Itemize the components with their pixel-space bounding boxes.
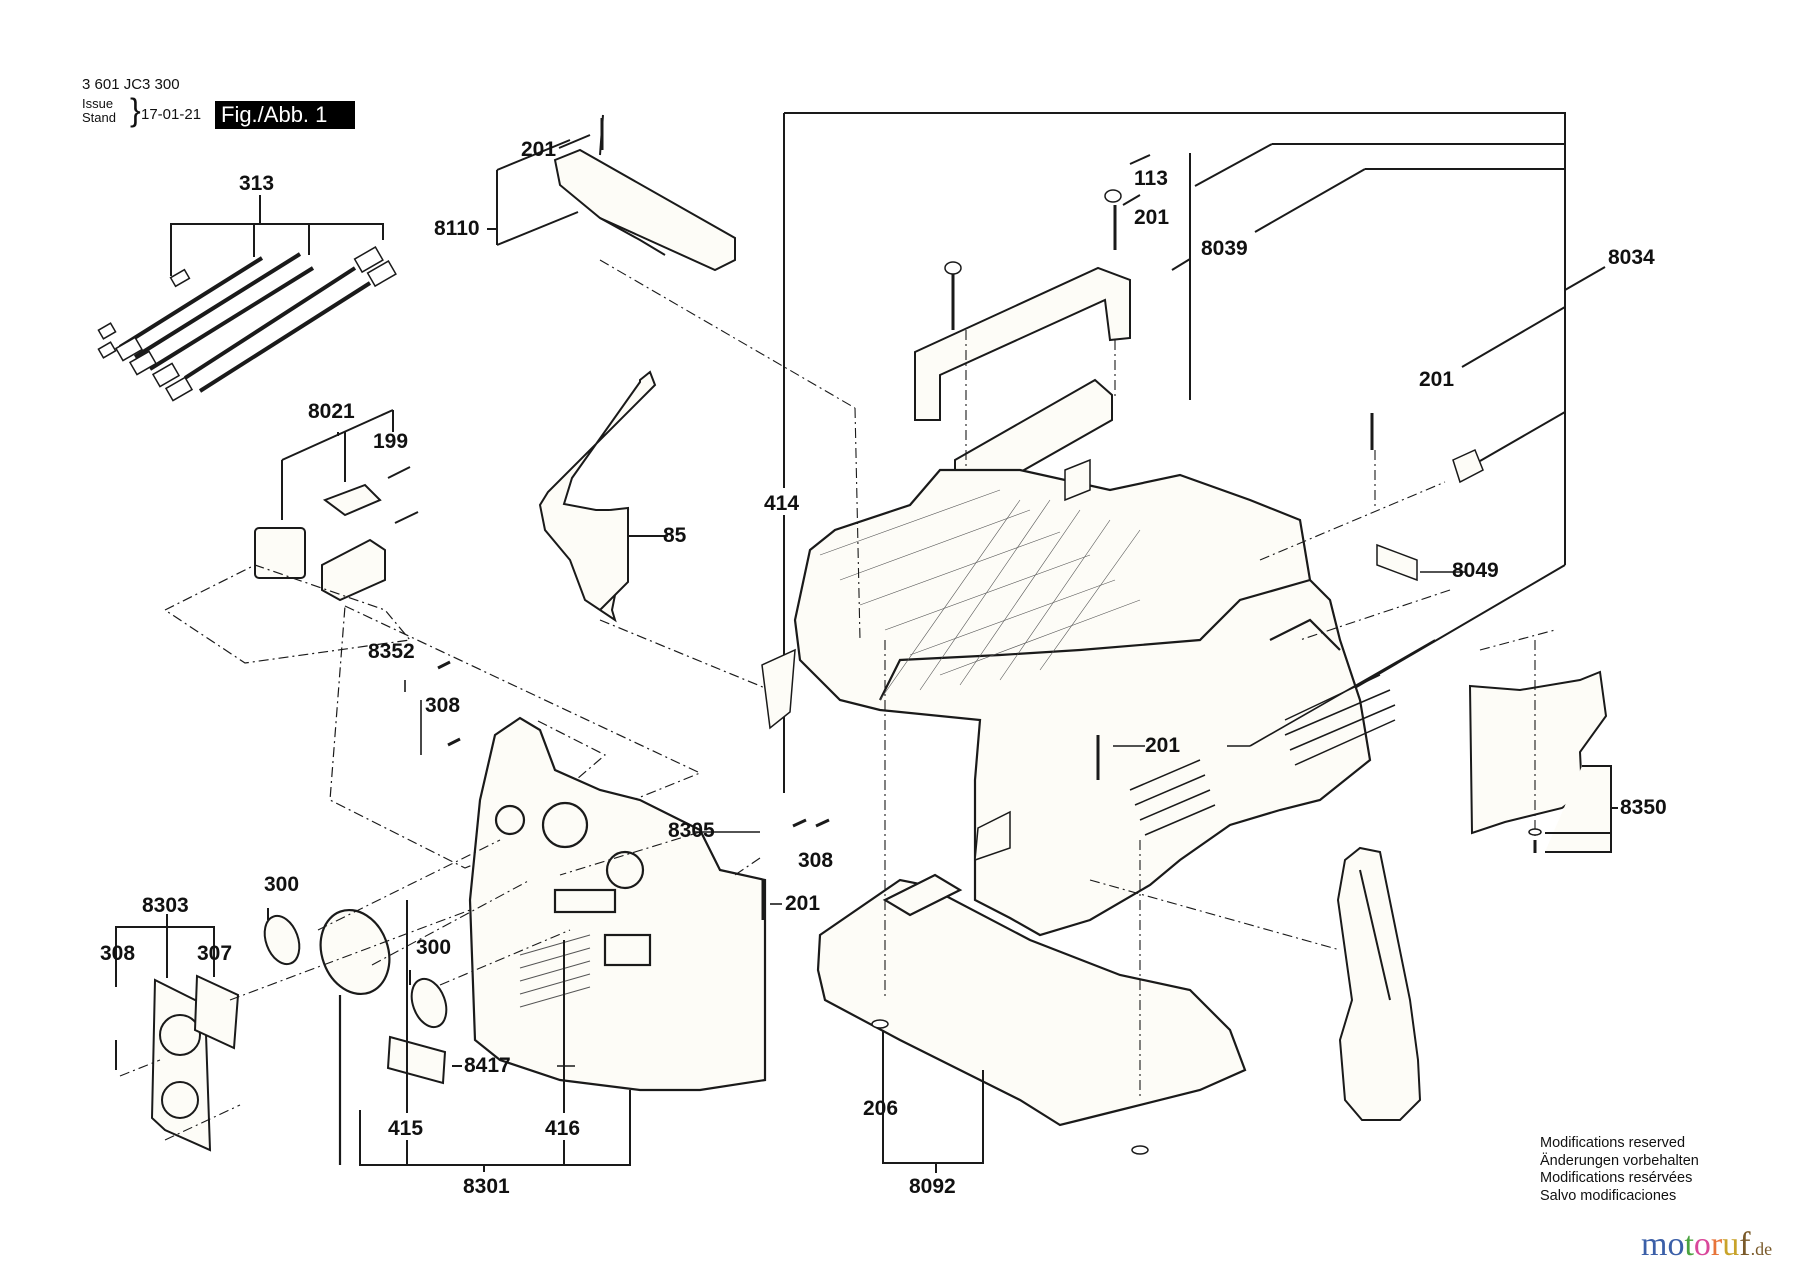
callout-8092: 8092 bbox=[909, 1175, 956, 1198]
hose-holder-icon bbox=[1336, 846, 1422, 1121]
callout-bracket-8301 bbox=[359, 900, 631, 1172]
dashed-switch-outline bbox=[164, 564, 702, 869]
callout-113: 113 bbox=[1134, 167, 1168, 190]
notice-line-de: Änderungen vorbehalten bbox=[1540, 1152, 1699, 1169]
callout-313: 313 bbox=[239, 172, 275, 195]
wm-letter: o bbox=[1667, 1226, 1685, 1263]
cord-hook-85-icon bbox=[538, 370, 665, 623]
cable-harness-icon bbox=[118, 252, 372, 393]
wm-letter: u bbox=[1722, 1226, 1740, 1263]
callout-8301: 8301 bbox=[463, 1175, 510, 1198]
wm-letter: r bbox=[1710, 1226, 1723, 1263]
callout-308-switch: 308 bbox=[425, 694, 461, 717]
cable-connectors-icon bbox=[97, 246, 397, 402]
callout-201-right: 201 bbox=[1419, 368, 1455, 391]
modifications-notice: Modifications reserved Änderungen vorbeh… bbox=[1540, 1135, 1699, 1205]
callout-bracket-8021 bbox=[281, 409, 394, 520]
callout-8049: 8049 bbox=[1452, 559, 1499, 582]
issue-label: Issue bbox=[82, 96, 114, 111]
callout-8039: 8039 bbox=[1201, 237, 1248, 260]
side-cover-8350-icon bbox=[1468, 670, 1618, 853]
callout-415: 415 bbox=[388, 1117, 424, 1140]
callout-416: 416 bbox=[545, 1117, 581, 1140]
screw-icons bbox=[437, 118, 1537, 920]
label-8417-icon bbox=[386, 1035, 462, 1085]
brace-glyph: } bbox=[130, 92, 141, 128]
callout-8352: 8352 bbox=[368, 640, 415, 663]
knob-300-left-icon bbox=[263, 908, 301, 966]
leader-lines bbox=[404, 535, 1467, 1067]
handle-8039-icon bbox=[914, 266, 1131, 497]
dashed-assembly-guides bbox=[119, 259, 1556, 1141]
callout-bracket-313 bbox=[170, 195, 384, 276]
main-housing-icon bbox=[793, 468, 1372, 937]
washer-icons bbox=[871, 189, 1542, 1155]
callout-201-mid: 201 bbox=[785, 892, 821, 915]
callout-bracket-8110 bbox=[487, 134, 591, 246]
callout-8034: 8034 bbox=[1608, 246, 1655, 269]
callout-201-handle: 201 bbox=[1134, 206, 1170, 229]
wm-letter: f bbox=[1739, 1226, 1751, 1263]
callout-201-top-left: 201 bbox=[521, 138, 557, 161]
issue-stand-label: Issue Stand bbox=[82, 97, 116, 125]
callout-308-left: 308 bbox=[100, 942, 136, 965]
callout-201-body: 201 bbox=[1145, 734, 1181, 757]
callout-8021: 8021 bbox=[308, 400, 355, 423]
callout-414: 414 bbox=[764, 492, 800, 515]
figure-label: Fig./Abb. 1 bbox=[215, 101, 355, 129]
callout-300-left: 300 bbox=[264, 873, 300, 896]
watermark-logo: motoruf.de bbox=[1641, 1226, 1772, 1264]
notice-line-en: Modifications reserved bbox=[1540, 1135, 1686, 1151]
knob-large-icon bbox=[319, 908, 391, 1165]
stand-label: Stand bbox=[82, 110, 116, 125]
callout-206: 206 bbox=[863, 1097, 899, 1120]
wm-letter: t bbox=[1684, 1226, 1694, 1263]
sticker-icons bbox=[761, 448, 1484, 862]
notice-line-es: Salvo modificaciones bbox=[1540, 1187, 1677, 1204]
socket-8303-icon bbox=[150, 974, 240, 1152]
notice-line-fr: Modifications resérvées bbox=[1540, 1170, 1693, 1186]
wm-tld: .de bbox=[1750, 1239, 1773, 1259]
screw-199-icon bbox=[387, 466, 419, 524]
part-number: 3 601 JC3 300 bbox=[82, 76, 180, 93]
callout-bracket-8039 bbox=[1122, 153, 1191, 400]
callout-8417: 8417 bbox=[464, 1054, 511, 1077]
callout-bracket-8092 bbox=[882, 1030, 984, 1173]
dashed-guide-85 bbox=[599, 619, 771, 691]
switch-8021-icon bbox=[254, 483, 386, 602]
front-panel-8301-icon bbox=[468, 716, 767, 1092]
callout-199: 199 bbox=[373, 430, 409, 453]
front-panel-vents bbox=[519, 934, 591, 1008]
housing-vents bbox=[1129, 674, 1396, 836]
callout-85: 85 bbox=[663, 524, 687, 547]
callout-8303: 8303 bbox=[142, 894, 189, 917]
callout-bracket-8303 bbox=[115, 914, 215, 1070]
callout-8110: 8110 bbox=[434, 217, 480, 240]
callout-8350: 8350 bbox=[1620, 796, 1667, 819]
callout-8305: 8305 bbox=[668, 819, 715, 842]
wm-letter: m bbox=[1641, 1226, 1668, 1263]
wm-letter: o bbox=[1693, 1226, 1711, 1263]
base-plate-8092-icon bbox=[816, 873, 1247, 1127]
callout-308-mid: 308 bbox=[798, 849, 834, 872]
issue-date: 17-01-21 bbox=[141, 106, 202, 123]
housing-mesh-pattern bbox=[819, 489, 1141, 701]
knob-300-right-icon bbox=[409, 970, 448, 1029]
callout-300-right: 300 bbox=[416, 936, 452, 959]
callout-307: 307 bbox=[197, 942, 233, 965]
